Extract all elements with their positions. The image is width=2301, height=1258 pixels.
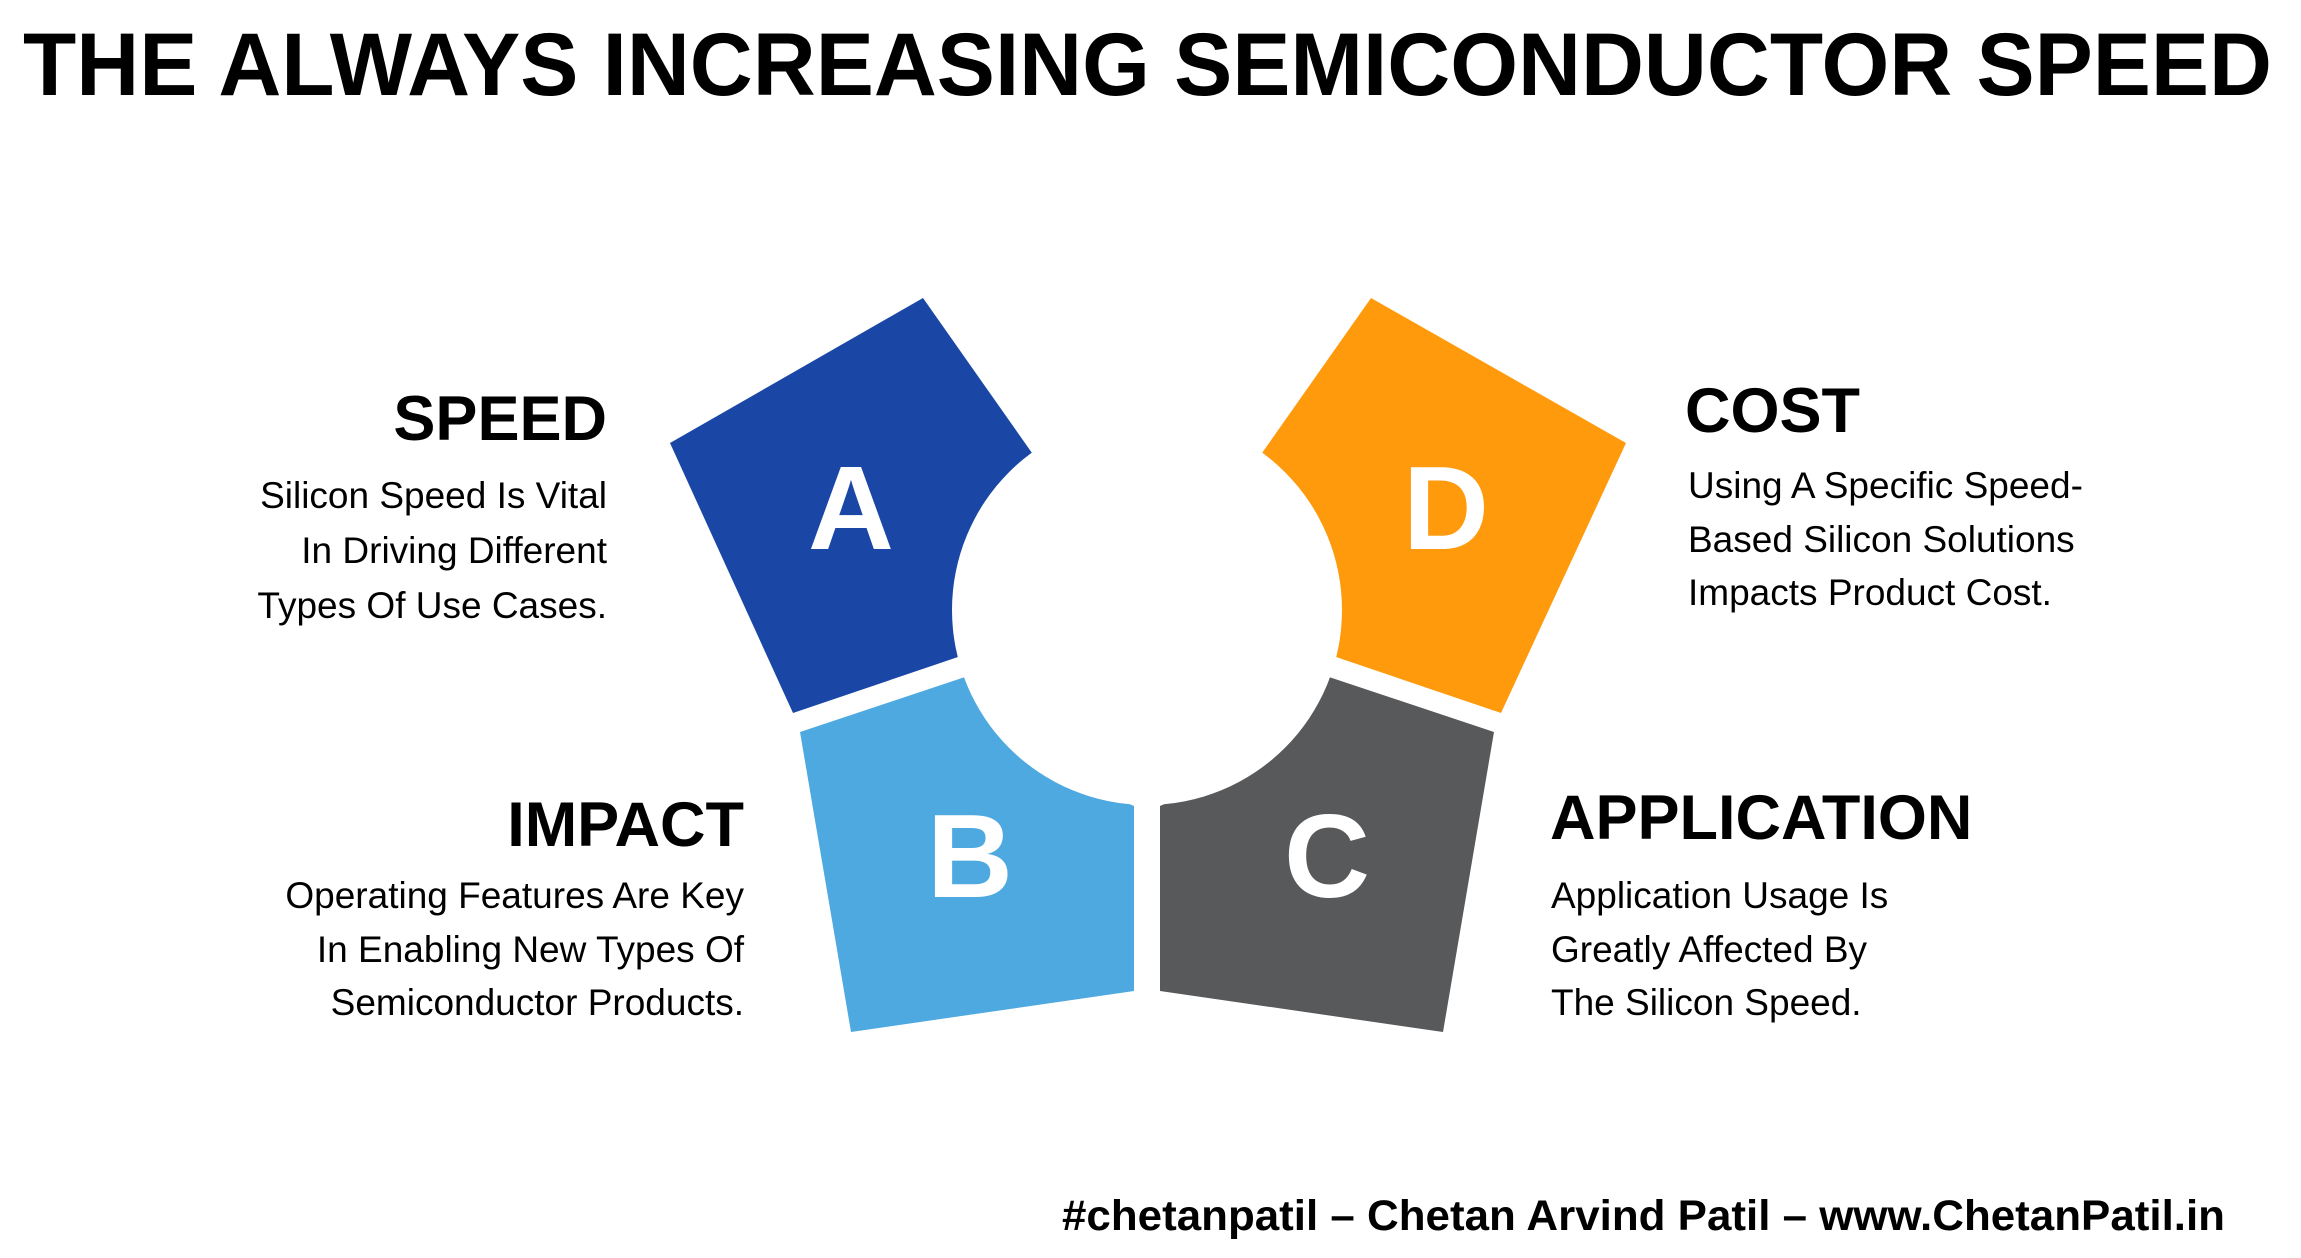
- cost-block: COST Using A Specific Speed- Based Silic…: [1685, 376, 2083, 613]
- cost-line-1: Using A Specific Speed-: [1688, 465, 2083, 506]
- segment-b-letter: B: [927, 790, 1013, 923]
- speed-line-2: In Driving Different: [301, 530, 607, 571]
- application-line-3: The Silicon Speed.: [1551, 982, 1862, 1023]
- page-title: THE ALWAYS INCREASING SEMICONDUCTOR SPEE…: [23, 14, 2272, 114]
- application-block: APPLICATION Application Usage Is Greatly…: [1550, 783, 1972, 1023]
- center-hole: [952, 415, 1342, 805]
- impact-block: IMPACT Operating Features Are Key In Ena…: [285, 790, 744, 1023]
- speed-heading: SPEED: [393, 384, 607, 454]
- speed-line-1: Silicon Speed Is Vital: [260, 475, 607, 516]
- cost-heading: COST: [1685, 376, 1860, 446]
- segment-d-shape: [1254, 298, 1626, 713]
- cost-line-2: Based Silicon Solutions: [1688, 519, 2075, 560]
- segment-c-letter: C: [1284, 790, 1370, 923]
- speed-line-3: Types Of Use Cases.: [257, 585, 607, 626]
- speed-block: SPEED Silicon Speed Is Vital In Driving …: [257, 384, 607, 626]
- application-line-1: Application Usage Is: [1551, 875, 1888, 916]
- application-line-2: Greatly Affected By: [1551, 929, 1868, 970]
- impact-line-1: Operating Features Are Key: [285, 875, 744, 916]
- segment-b-shape: [800, 677, 1134, 1032]
- segment-a-shape: [670, 298, 1040, 713]
- application-heading: APPLICATION: [1550, 783, 1972, 853]
- segment-a-letter: A: [808, 442, 894, 575]
- impact-line-2: In Enabling New Types Of: [317, 929, 745, 970]
- impact-line-3: Semiconductor Products.: [331, 982, 744, 1023]
- segment-d-letter: D: [1403, 442, 1489, 575]
- impact-heading: IMPACT: [507, 790, 744, 860]
- footer-credit: #chetanpatil – Chetan Arvind Patil – www…: [1062, 1192, 2225, 1240]
- segment-c-shape: [1160, 677, 1494, 1032]
- pentagon-diagram: A D B C: [670, 298, 1626, 1032]
- cost-line-3: Impacts Product Cost.: [1688, 572, 2052, 613]
